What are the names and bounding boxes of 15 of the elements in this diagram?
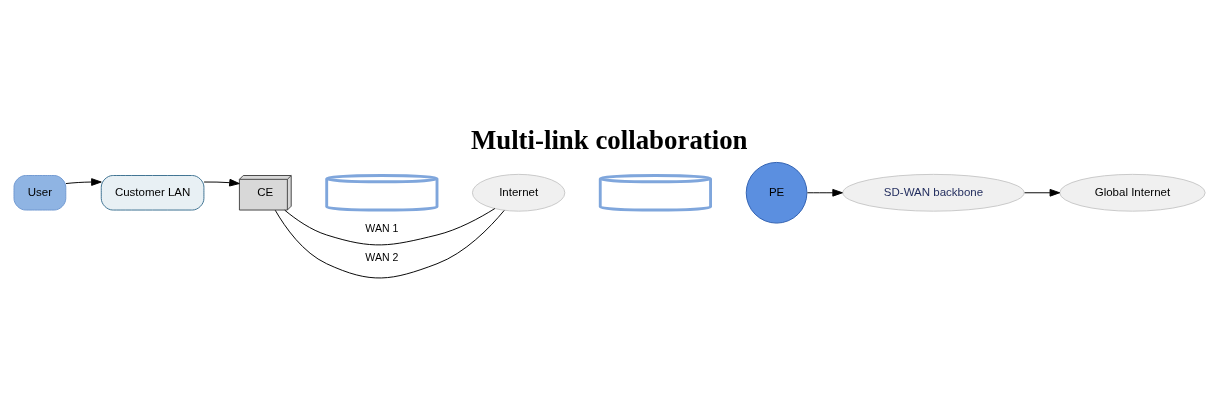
connector (284, 208, 496, 246)
node-box: User (13, 175, 67, 211)
arrow (1024, 188, 1061, 197)
edge-label: WAN 1 (365, 221, 399, 234)
arrow (203, 178, 240, 187)
node-circle: PE (745, 161, 808, 224)
arrow (806, 188, 843, 197)
edge-label: WAN 2 (365, 250, 399, 263)
node-box: Customer LAN (100, 175, 205, 211)
node-ellipse: Global Internet (1059, 173, 1206, 212)
arrow (65, 178, 102, 186)
node-ellipse: Internet (471, 173, 566, 212)
node-ellipse: SD-WAN backbone (842, 173, 1025, 212)
connector (274, 209, 505, 279)
diagram-title: Multi-link collaboration (470, 125, 748, 156)
